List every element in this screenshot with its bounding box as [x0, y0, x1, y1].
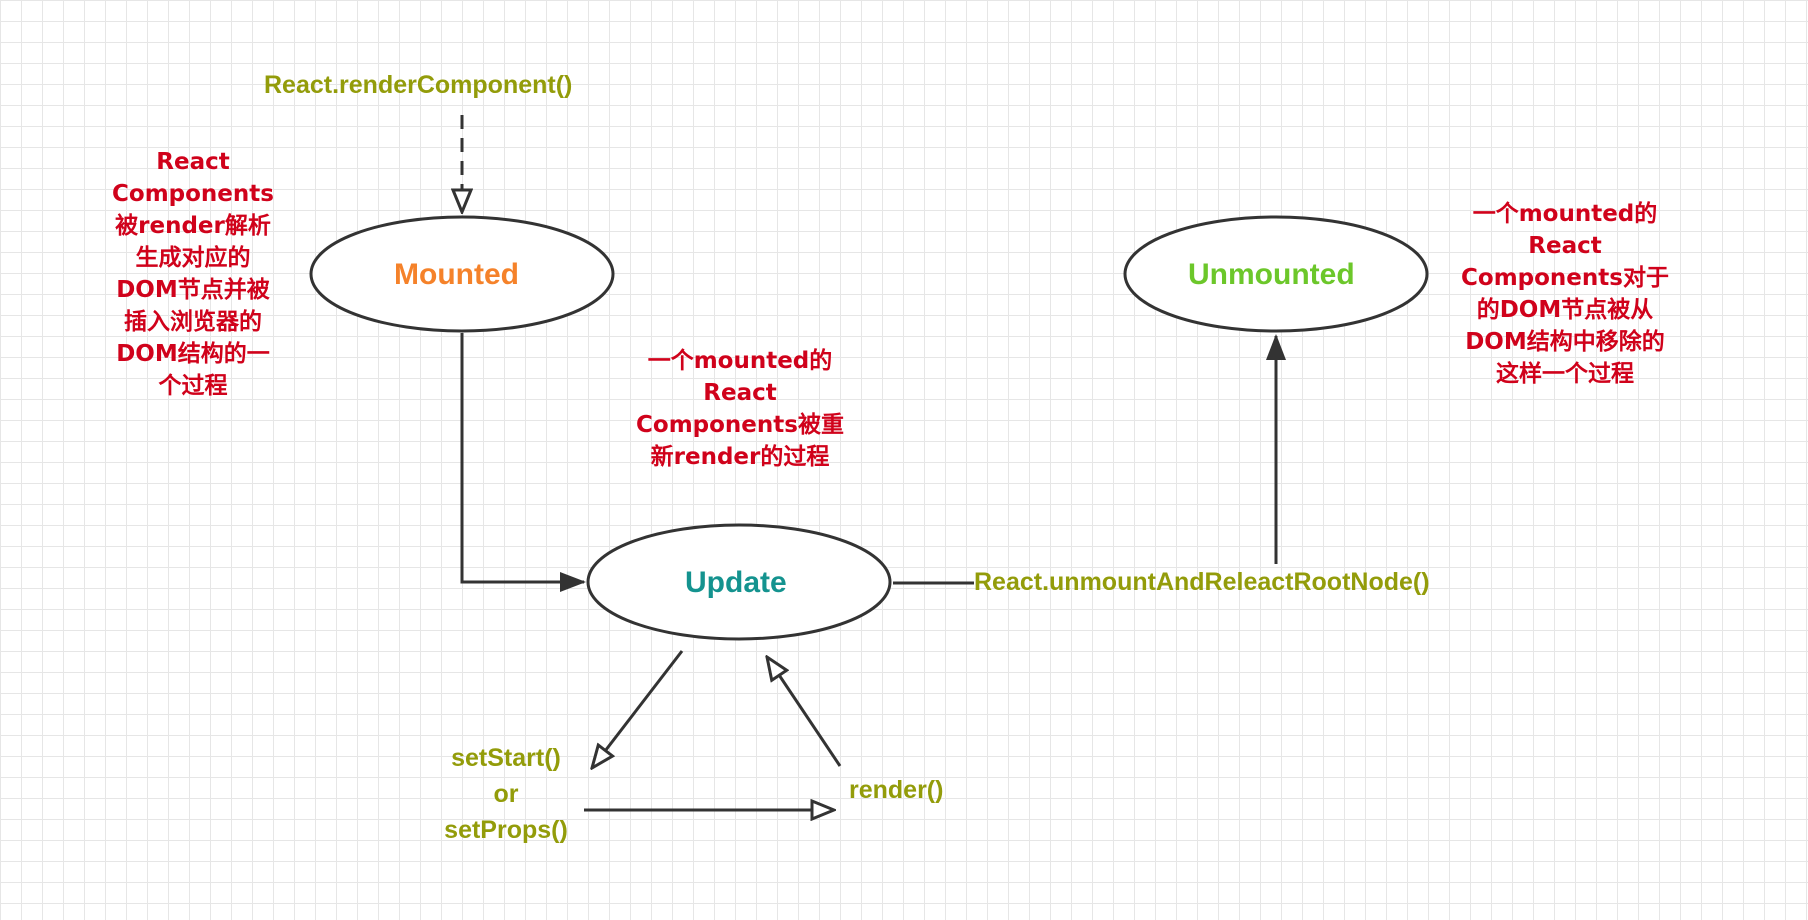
mount-to-update-arrow: [460, 333, 586, 592]
render-component-label: React.renderComponent(): [264, 71, 573, 99]
updating-note: 一个mounted的 React Components被重 新render的过程: [625, 345, 855, 473]
render-to-update-arrow: [767, 657, 842, 767]
mounting-note-line: React: [156, 149, 230, 175]
mounting-note-line: 插入浏览器的: [124, 309, 262, 335]
updating-note-line: 一个mounted的: [647, 348, 833, 374]
set-state-line: setStart(): [451, 744, 561, 772]
unmounted-node: [1123, 215, 1429, 333]
unmounting-note-line: React: [1528, 233, 1602, 259]
mounting-note-line: DOM结构的一: [116, 341, 270, 367]
unmount-method-label: React.unmountAndReleactRootNode(): [974, 568, 1430, 596]
updating-note-line: React: [703, 380, 777, 406]
unmounting-note-line: Components对于: [1461, 265, 1669, 291]
update-node: [586, 523, 892, 641]
mounting-note-line: 个过程: [158, 373, 228, 399]
unmounted-label: Unmounted: [1188, 258, 1355, 291]
mounted-node: [309, 215, 615, 333]
unmounting-note: 一个mounted的 React Components对于 的DOM节点被从 D…: [1440, 198, 1690, 390]
update-to-setstate-arrow: [592, 650, 684, 768]
unmounting-note-line: 的DOM节点被从: [1476, 297, 1654, 323]
set-state-or: or: [493, 780, 519, 808]
update-label: Update: [685, 566, 787, 599]
unmounting-note-line: 这样一个过程: [1496, 361, 1634, 387]
unmounting-note-line: DOM结构中移除的: [1465, 329, 1665, 355]
updating-note-line: 新render的过程: [650, 444, 830, 470]
set-props-line: setProps(): [444, 816, 568, 844]
mounting-note-line: 生成对应的: [135, 245, 251, 271]
mounting-note: React Components 被render解析 生成对应的 DOM节点并被…: [98, 146, 288, 402]
mounting-note-line: 被render解析: [115, 213, 271, 239]
updating-note-line: Components被重: [636, 412, 844, 438]
unmounting-note-line: 一个mounted的: [1472, 201, 1658, 227]
render-method-label: render(): [849, 776, 944, 804]
set-state-label: setStart() or setProps(): [430, 740, 582, 848]
mounting-note-line: Components: [112, 181, 274, 207]
mounting-note-line: DOM节点并被: [116, 277, 270, 303]
mounted-label: Mounted: [394, 258, 519, 291]
